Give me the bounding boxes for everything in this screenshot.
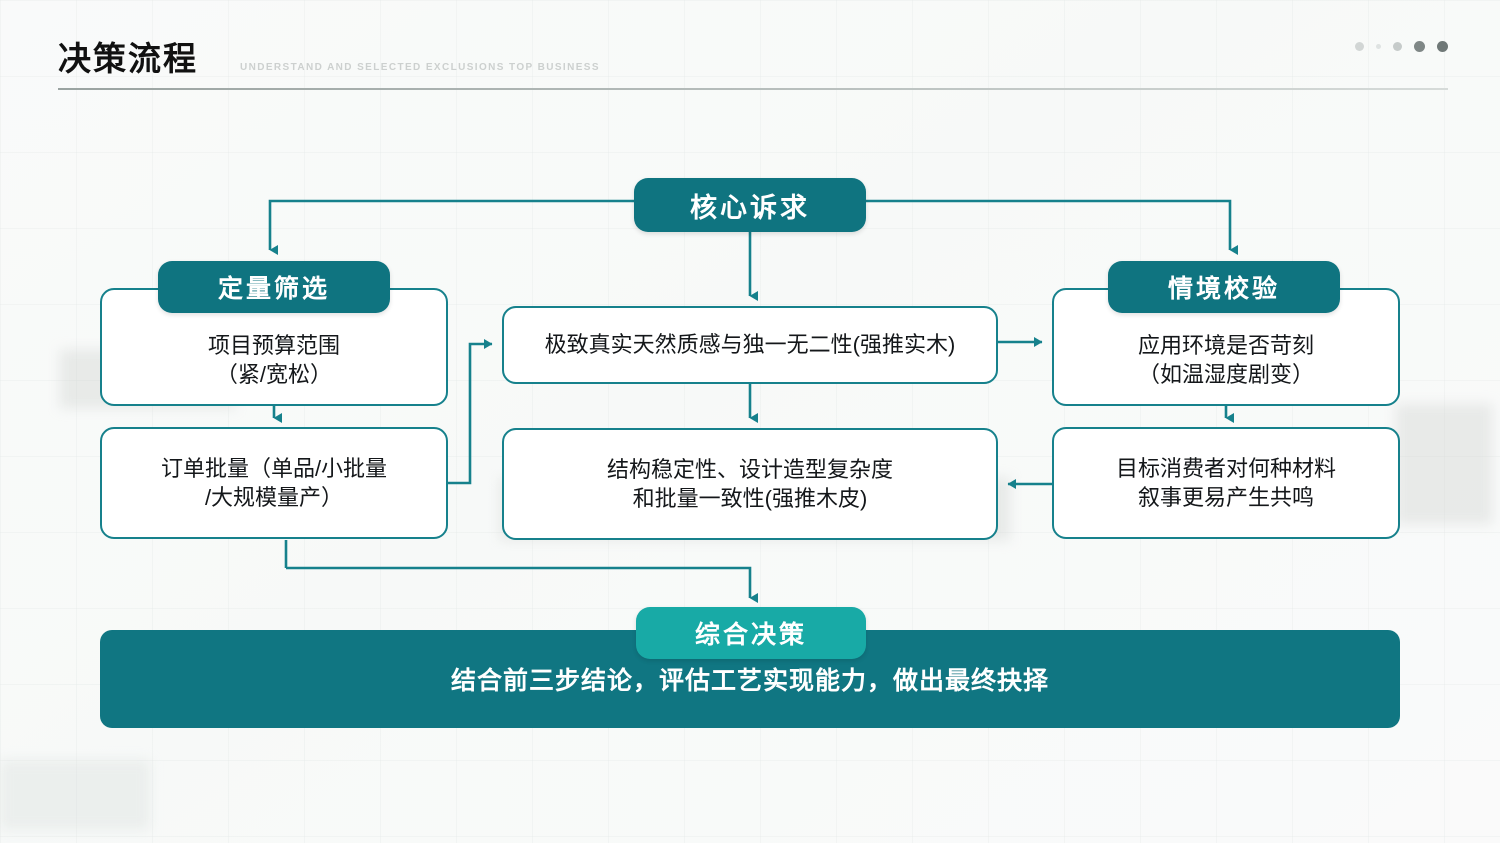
node-right-environment-label: 应用环境是否苛刻 （如温湿度剧变） [1137, 332, 1314, 387]
pager-dot-2[interactable] [1376, 44, 1381, 49]
node-center-veneer-label: 结构稳定性、设计造型复杂度 和批量一致性(强推木皮) [606, 456, 893, 511]
node-left-header[interactable]: 定量筛选 [158, 261, 390, 313]
pager-dot-3[interactable] [1393, 42, 1402, 51]
node-right-header-label: 情境校验 [1167, 275, 1280, 303]
header-divider [58, 88, 1448, 90]
slide-header: 决策流程 UNDERSTAND AND SELECTED EXCLUSIONS … [0, 0, 1500, 96]
node-left-budget-label: 项目预算范围 （紧/宽松） [207, 332, 340, 387]
node-final-decision-label: 综合决策 [694, 621, 807, 649]
node-core-demand-label: 核心诉求 [690, 192, 810, 223]
wire-core-to-right [866, 199, 1238, 255]
node-right-consumer[interactable]: 目标消费者对何种材料 叙事更易产生共鸣 [1052, 427, 1400, 539]
node-left-order-volume-label: 订单批量（单品/小批量 /大规模量产） [160, 455, 388, 510]
pager-dots [1355, 41, 1448, 52]
wire-bottom-to-final [286, 566, 758, 603]
paper-texture-blotch [0, 760, 150, 830]
pager-dot-1[interactable] [1355, 42, 1364, 51]
node-center-solid-wood-label: 极致真实天然质感与独一无二性(强推实木) [544, 332, 956, 358]
node-right-header[interactable]: 情境校验 [1108, 261, 1340, 313]
node-right-consumer-label: 目标消费者对何种材料 叙事更易产生共鸣 [1115, 455, 1336, 510]
page-title: 决策流程 [58, 40, 198, 77]
node-core-demand[interactable]: 核心诉求 [634, 178, 866, 232]
header-subtitle-watermark: UNDERSTAND AND SELECTED EXCLUSIONS TOP B… [240, 62, 600, 73]
wire-core-to-left [268, 199, 634, 255]
paper-texture-blotch [1396, 404, 1492, 524]
pager-dot-5[interactable] [1437, 41, 1448, 52]
final-decision-text: 结合前三步结论，评估工艺实现能力，做出最终抉择 [450, 667, 1049, 695]
pager-dot-4[interactable] [1414, 41, 1425, 52]
node-center-solid-wood[interactable]: 极致真实天然质感与独一无二性(强推实木) [502, 306, 998, 384]
node-left-header-label: 定量筛选 [217, 275, 330, 303]
node-center-veneer[interactable]: 结构稳定性、设计造型复杂度 和批量一致性(强推木皮) [502, 428, 998, 540]
node-left-order-volume[interactable]: 订单批量（单品/小批量 /大规模量产） [100, 427, 448, 539]
wire-left-to-center [448, 339, 493, 485]
node-final-decision[interactable]: 综合决策 [636, 607, 866, 659]
